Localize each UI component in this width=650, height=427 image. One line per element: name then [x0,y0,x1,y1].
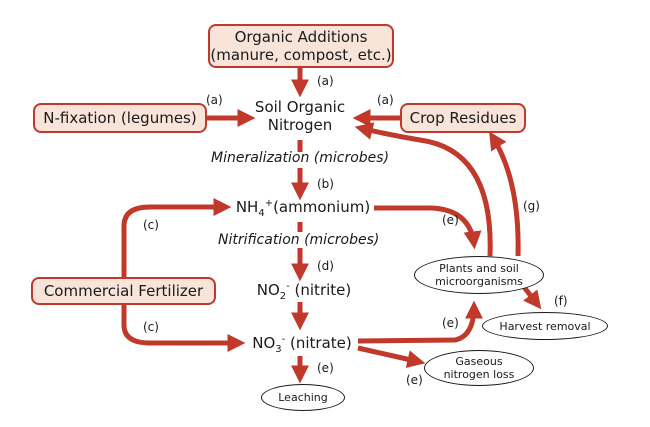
crop-residues-box: Crop Residues [400,103,526,133]
label-g: (g) [523,199,540,213]
label-c-upper: (c) [143,218,159,232]
organic-additions-line1: Organic Additions [234,28,368,46]
harvest-removal-label: Harvest removal [499,319,591,333]
harvest-removal-oval: Harvest removal [482,312,608,340]
gaseous-line1: Gaseous [455,355,503,368]
arrow-plants-to-residues [489,131,521,257]
nitrite-sub: 2 [279,291,287,302]
mineralization-label: Mineralization (microbes) [211,150,390,166]
arrow-ammonium-to-plants [374,205,482,250]
label-a-nfixation: (a) [206,93,223,107]
nitrate-sup: - [281,334,286,345]
ammonium-rest: (ammonium) [273,198,371,216]
crop-residues-label: Crop Residues [409,109,517,127]
leaching-oval: Leaching [261,384,345,411]
commercial-fertilizer-label: Commercial Fertilizer [43,282,204,300]
nitrite-rest: (nitrite) [289,281,352,299]
nitrite-node: NO2- (nitrite) [244,281,364,302]
ammonium-node: NH4+(ammonium) [228,198,378,219]
commercial-fertilizer-box: Commercial Fertilizer [31,277,216,305]
plants-line1: Plants and soil [439,262,519,275]
nitrification-label: Nitrification (microbes) [218,232,380,248]
plants-soil-microorganisms-oval: Plants and soil microorganisms [414,256,544,294]
gaseous-nitrogen-loss-oval: Gaseous nitrogen loss [424,350,534,386]
label-e-ammonium: (e) [442,213,459,227]
label-d: (d) [317,259,334,273]
nitrate-rest: (nitrate) [285,334,352,352]
leaching-label: Leaching [278,391,328,404]
ammonium-sup: + [264,198,274,209]
label-a-organic: (a) [317,74,334,88]
ammonium-sub: 4 [258,208,265,219]
organic-additions-line2: (manure, compost, etc.) [210,46,392,64]
label-a-residues: (a) [377,93,394,107]
label-c-lower: (c) [143,320,159,334]
plants-line2: microorganisms [435,275,523,288]
label-f: (f) [554,294,568,308]
label-b: (b) [317,177,334,191]
arrow-fertilizer-to-ammonium [121,198,232,280]
organic-additions-box: Organic Additions (manure, compost, etc.… [208,24,394,68]
arrow-fertilizer-to-nitrate [121,303,246,352]
nitrate-base: NO [252,334,276,352]
soil-organic-nitrogen-line2: Nitrogen [267,116,333,134]
soil-organic-nitrogen-line1: Soil Organic [254,98,346,116]
n-fixation-label: N-fixation (legumes) [43,109,197,127]
arrow-plants-to-son [354,122,493,257]
ammonium-base: NH [235,198,259,216]
label-e-gaseous: (e) [406,373,423,387]
n-fixation-box: N-fixation (legumes) [33,103,207,133]
label-e-leaching: (e) [317,361,334,375]
gaseous-line2: nitrogen loss [443,368,515,381]
label-e-nitrate: (e) [442,316,459,330]
nitrite-base: NO [256,281,280,299]
nitrate-node: NO3- (nitrate) [242,334,362,355]
nitrate-sub: 3 [275,344,282,355]
nitrite-sup: - [286,281,290,292]
arrow-nitrate-to-plants [357,300,483,344]
arrow-nitrate-to-gaseous [357,345,426,369]
soil-organic-nitrogen: Soil Organic Nitrogen [240,98,360,134]
